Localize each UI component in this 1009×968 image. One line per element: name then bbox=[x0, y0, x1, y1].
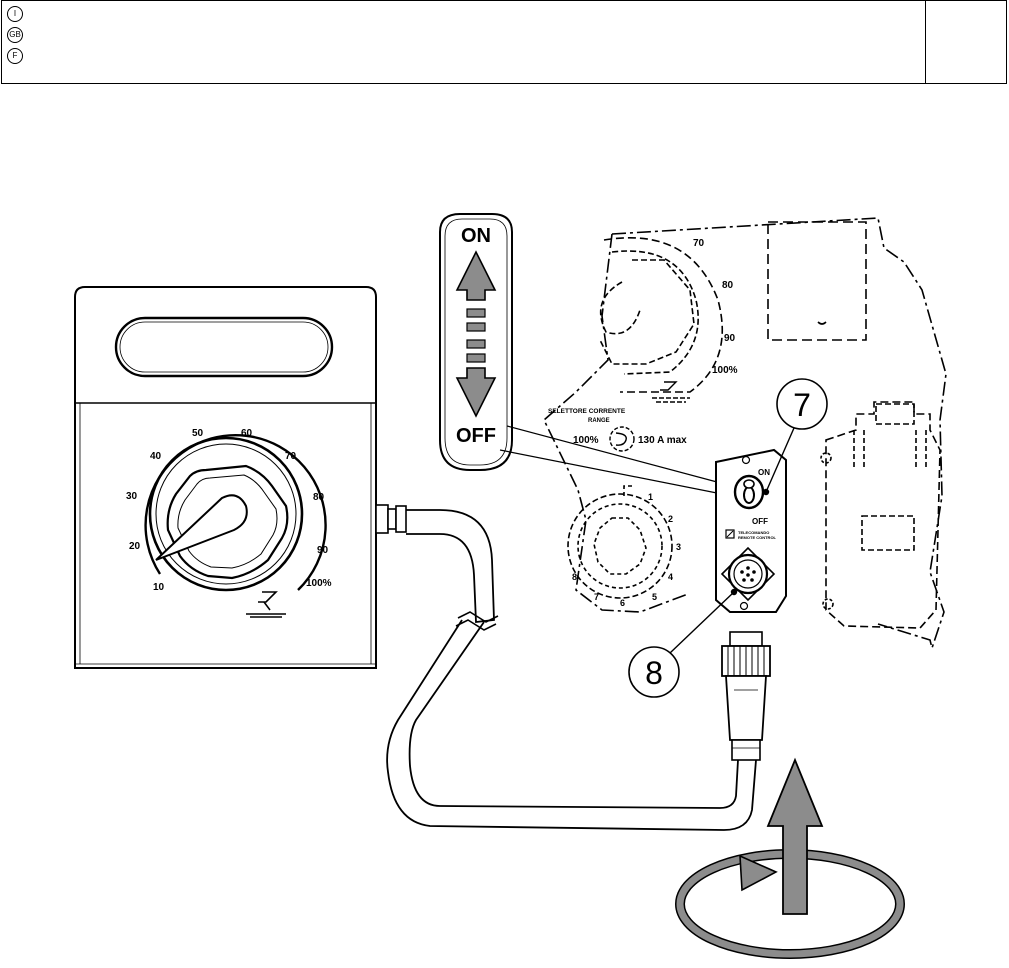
language-badge-gb: GB bbox=[7, 27, 23, 43]
language-header: I GB F bbox=[1, 0, 1007, 84]
up-arrow-icon bbox=[455, 250, 497, 301]
knob-pos-5: 5 bbox=[652, 592, 657, 602]
scale-label-60: 60 bbox=[241, 428, 253, 439]
selector-knob[interactable] bbox=[609, 426, 635, 452]
panel-scale-70: 70 bbox=[693, 238, 705, 249]
switch-indicator-panel: ON OFF bbox=[439, 213, 733, 497]
remote-dial-scale: 10 20 30 40 50 60 70 80 90 100% bbox=[126, 428, 332, 593]
selector-max: 130 A max bbox=[638, 435, 687, 446]
selector-title: SELETTORE CORRENTE bbox=[548, 408, 626, 415]
callout-8-label: 8 bbox=[645, 655, 663, 691]
scale-label-100: 100% bbox=[306, 578, 332, 589]
indicator-on-label: ON bbox=[461, 225, 491, 247]
scale-label-50: 50 bbox=[192, 428, 204, 439]
knob-pos-3: 3 bbox=[676, 542, 681, 552]
connector-plug bbox=[721, 631, 771, 761]
language-badge-f: F bbox=[7, 48, 23, 64]
panel-torch-symbol bbox=[652, 381, 690, 403]
header-divider bbox=[925, 1, 926, 83]
language-badge-i: I bbox=[7, 6, 23, 22]
socket-label-2: REMOTE CONTROL bbox=[738, 535, 777, 540]
remote-dial bbox=[144, 433, 327, 618]
socket-label-1: TELECOMANDO bbox=[738, 530, 769, 535]
callout-8: 8 bbox=[628, 588, 738, 698]
panel-scale-100: 100% bbox=[712, 365, 738, 376]
switch-off-label: OFF bbox=[752, 517, 768, 526]
remote-socket[interactable] bbox=[720, 546, 776, 602]
knob-pos-6: 6 bbox=[620, 598, 625, 608]
power-toggle-switch[interactable] bbox=[733, 474, 765, 510]
switch-socket-plate: ON OFF TELECOMANDO REMOTE CONTROL bbox=[715, 448, 787, 613]
callout-7: 7 bbox=[762, 378, 828, 496]
panel-dial-scale: 70 80 90 100% bbox=[693, 238, 738, 376]
knob-pos-2: 2 bbox=[668, 514, 673, 524]
scale-label-90: 90 bbox=[317, 545, 329, 556]
torch-symbol bbox=[246, 591, 286, 618]
remote-cable bbox=[375, 504, 757, 831]
knob-position-labels: 1 2 3 4 5 6 7 8 bbox=[572, 492, 681, 608]
selector-min: 100% bbox=[573, 435, 599, 446]
knob-pos-4: 4 bbox=[668, 572, 673, 582]
callout-7-label: 7 bbox=[793, 387, 811, 423]
handle-slot bbox=[114, 316, 334, 378]
knob-pos-8: 8 bbox=[572, 572, 577, 582]
scale-label-30: 30 bbox=[126, 491, 138, 502]
scale-label-10: 10 bbox=[153, 582, 165, 593]
scale-label-40: 40 bbox=[150, 451, 162, 462]
machine-panel-outline bbox=[543, 217, 947, 651]
switch-on-label: ON bbox=[758, 468, 770, 477]
knob-pos-1: 1 bbox=[648, 492, 653, 502]
current-selector: SELETTORE CORRENTE RANGE 100% 130 A max bbox=[548, 408, 687, 452]
panel-scale-80: 80 bbox=[722, 280, 734, 291]
scale-label-20: 20 bbox=[129, 541, 141, 552]
indicator-off-label: OFF bbox=[456, 425, 496, 447]
knob-pos-7: 7 bbox=[594, 592, 599, 602]
scale-label-70: 70 bbox=[285, 451, 297, 462]
rotate-insert-arrow bbox=[675, 757, 905, 959]
down-arrow-icon bbox=[455, 367, 497, 418]
panel-scale-90: 90 bbox=[724, 333, 736, 344]
selector-subtitle: RANGE bbox=[588, 418, 610, 424]
scale-label-80: 80 bbox=[313, 492, 325, 503]
